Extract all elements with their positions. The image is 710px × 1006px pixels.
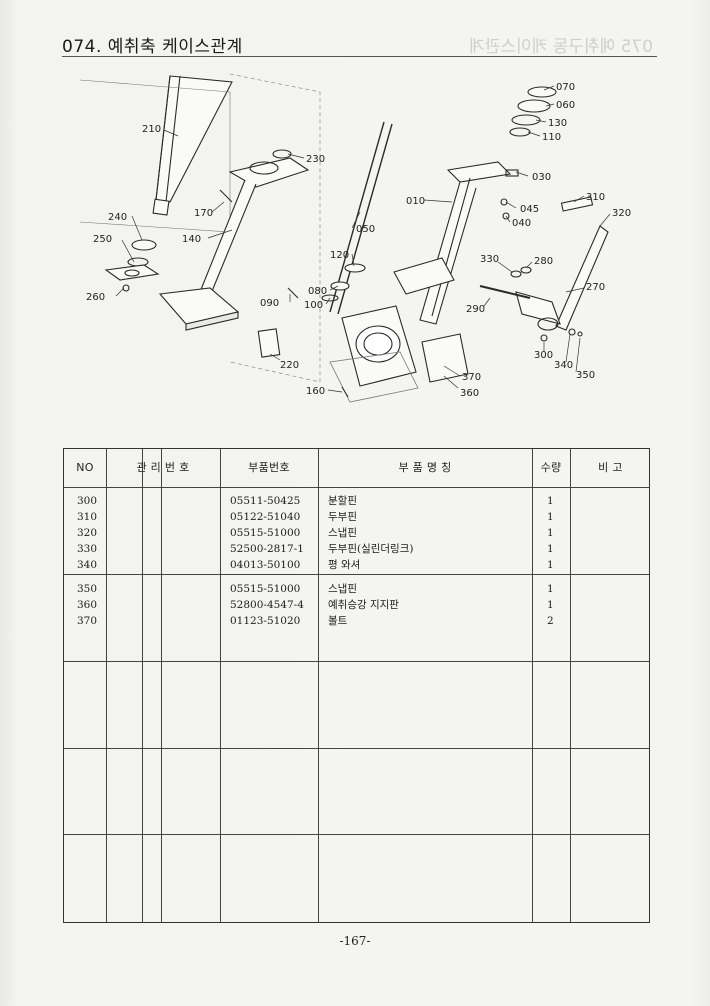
- callout-060: 060: [556, 100, 575, 111]
- callout-090: 090: [260, 298, 279, 309]
- callout-120: 120: [330, 250, 349, 261]
- callout-045: 045: [520, 204, 539, 215]
- row-part-name: 예취승강 지지판: [328, 599, 399, 611]
- row-quantity: 1: [547, 583, 554, 595]
- callout-080: 080: [308, 286, 327, 297]
- row-part-number: 05122-51040: [230, 511, 301, 523]
- callout-220: 220: [280, 360, 299, 371]
- callout-330: 330: [480, 254, 499, 265]
- row-quantity: 1: [547, 511, 554, 523]
- row-quantity: 1: [547, 543, 554, 555]
- callout-130: 130: [548, 118, 567, 129]
- row-part-number: 52500-2817-1: [230, 543, 304, 555]
- column-divider: [532, 449, 533, 922]
- page-header: 074. 예취축 케이스관계 075 예취구동 케이스관계: [62, 30, 657, 57]
- callout-250: 250: [93, 234, 112, 245]
- column-divider: [570, 449, 571, 922]
- row-quantity: 1: [547, 559, 554, 571]
- row-part-name: 볼트: [328, 615, 348, 627]
- callout-140: 140: [182, 234, 201, 245]
- bleed-through-title: 075 예취구동 케이스관계: [468, 37, 653, 57]
- callout-320: 320: [612, 208, 631, 219]
- header-divider: [64, 487, 649, 488]
- callout-370: 370: [462, 372, 481, 383]
- row-part-name: 스냅핀: [328, 527, 357, 539]
- callout-030: 030: [532, 172, 551, 183]
- column-divider: [220, 449, 221, 922]
- header-part-number: 부품번호: [248, 461, 290, 474]
- callout-170: 170: [194, 208, 213, 219]
- callout-300: 300: [534, 350, 553, 361]
- row-no: 360: [77, 599, 98, 611]
- diagram-svg: 210 170 140 240 250 260 230 050 120 080 …: [79, 73, 631, 403]
- row-quantity: 1: [547, 495, 554, 507]
- group-divider: [64, 834, 649, 835]
- callout-100: 100: [304, 300, 323, 311]
- group-divider: [64, 574, 649, 575]
- callout-040: 040: [512, 218, 531, 229]
- page-title: 074. 예취축 케이스관계: [62, 37, 243, 57]
- callout-230: 230: [306, 154, 325, 165]
- row-part-number: 04013-50100: [230, 559, 301, 571]
- callout-350: 350: [576, 370, 595, 381]
- callout-360: 360: [460, 388, 479, 399]
- group-divider: [64, 661, 649, 662]
- callout-280: 280: [534, 256, 553, 267]
- row-part-number: 01123-51020: [230, 615, 301, 627]
- row-no: 370: [77, 615, 98, 627]
- row-no: 320: [77, 527, 98, 539]
- callout-160: 160: [306, 386, 325, 397]
- callout-110: 110: [542, 132, 561, 143]
- callout-050: 050: [356, 224, 375, 235]
- row-part-name: 스냅핀: [328, 583, 357, 595]
- header-remarks: 비 고: [598, 461, 623, 474]
- callout-210: 210: [142, 124, 161, 135]
- callout-340: 340: [554, 360, 573, 371]
- row-no: 350: [77, 583, 98, 595]
- row-part-name: 두부핀: [328, 511, 357, 523]
- column-divider: [106, 449, 107, 922]
- exploded-parts-diagram: 210 170 140 240 250 260 230 050 120 080 …: [60, 62, 660, 442]
- callout-010: 010: [406, 196, 425, 207]
- header-part-name: 부 품 명 칭: [398, 461, 452, 474]
- header-quantity: 수량: [540, 461, 562, 474]
- row-no: 340: [77, 559, 98, 571]
- row-part-name: 분할핀: [328, 495, 357, 507]
- row-no: 310: [77, 511, 98, 523]
- row-no: 300: [77, 495, 98, 507]
- column-divider: [161, 449, 162, 922]
- row-part-number: 05511-50425: [230, 495, 301, 507]
- column-divider: [318, 449, 319, 922]
- row-part-number: 52800-4547-4: [230, 599, 304, 611]
- row-part-name: 두부핀(실린더링크): [328, 543, 414, 555]
- row-quantity: 2: [547, 615, 554, 627]
- parts-table: NO 관 리 번 호 부품번호 부 품 명 칭 수량 비 고 300 05511…: [63, 448, 650, 923]
- row-quantity: 1: [547, 599, 554, 611]
- row-no: 330: [77, 543, 98, 555]
- callout-240: 240: [108, 212, 127, 223]
- page-number: -167-: [339, 934, 371, 948]
- row-part-number: 05515-51000: [230, 583, 301, 595]
- row-part-name: 평 와셔: [328, 559, 361, 571]
- header-management-number: 관 리 번 호: [136, 461, 190, 474]
- column-divider: [142, 449, 143, 922]
- row-quantity: 1: [547, 527, 554, 539]
- callout-070: 070: [556, 82, 575, 93]
- callout-310: 310: [586, 192, 605, 203]
- group-divider: [64, 748, 649, 749]
- callout-260: 260: [86, 292, 105, 303]
- header-no: NO: [76, 461, 94, 474]
- callout-270: 270: [586, 282, 605, 293]
- row-part-number: 05515-51000: [230, 527, 301, 539]
- callout-290: 290: [466, 304, 485, 315]
